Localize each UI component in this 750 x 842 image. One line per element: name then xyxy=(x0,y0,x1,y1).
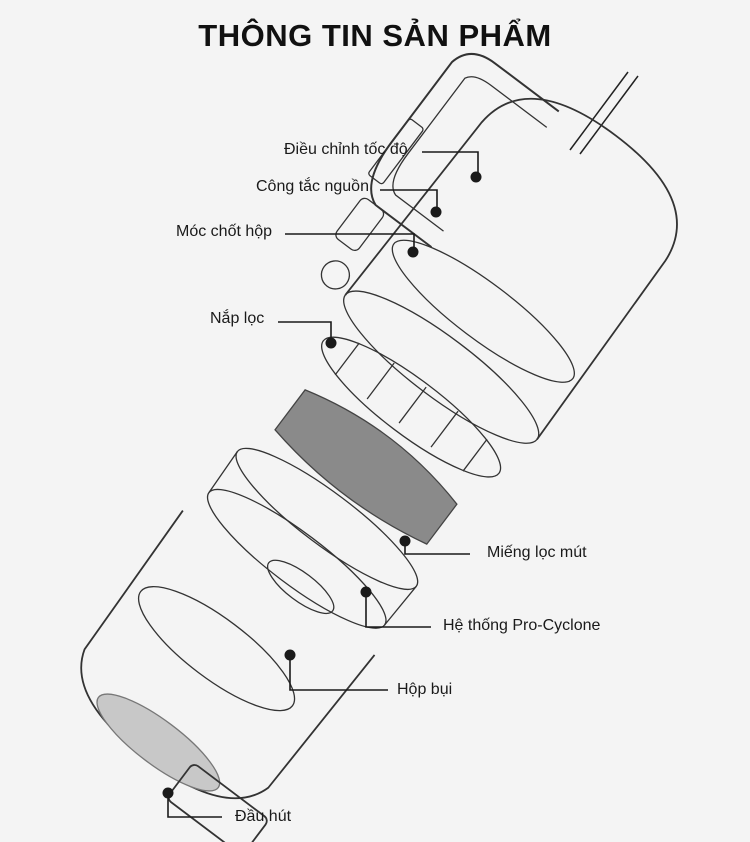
label-power-switch: Công tắc nguồn xyxy=(256,178,369,195)
power-switch xyxy=(335,197,385,252)
motor-housing xyxy=(344,97,678,440)
label-box-latch: Móc chốt hộp xyxy=(176,223,273,240)
label-foam-filter: Miếng lọc mút xyxy=(487,544,587,561)
label-filter-cover: Nắp lọc xyxy=(210,310,265,327)
leader-dots xyxy=(162,171,482,799)
label-pro-cyclone: Hệ thống Pro-Cyclone xyxy=(443,617,601,634)
page-title: THÔNG TIN SẢN PHẨM xyxy=(198,18,552,53)
leader-lines xyxy=(167,151,479,818)
latch xyxy=(320,260,351,290)
foam-filter xyxy=(274,389,458,545)
pro-cyclone-logo xyxy=(96,693,221,792)
label-nozzle: Đầu hút xyxy=(235,808,292,825)
power-cord xyxy=(569,71,639,155)
vacuum-body xyxy=(80,52,678,842)
nozzle xyxy=(167,764,268,842)
label-dust-box: Hộp bụi xyxy=(397,681,453,698)
label-speed-control: Điều chỉnh tốc độ xyxy=(284,141,408,158)
filter-cover xyxy=(321,336,502,478)
speed-slider xyxy=(368,118,424,185)
